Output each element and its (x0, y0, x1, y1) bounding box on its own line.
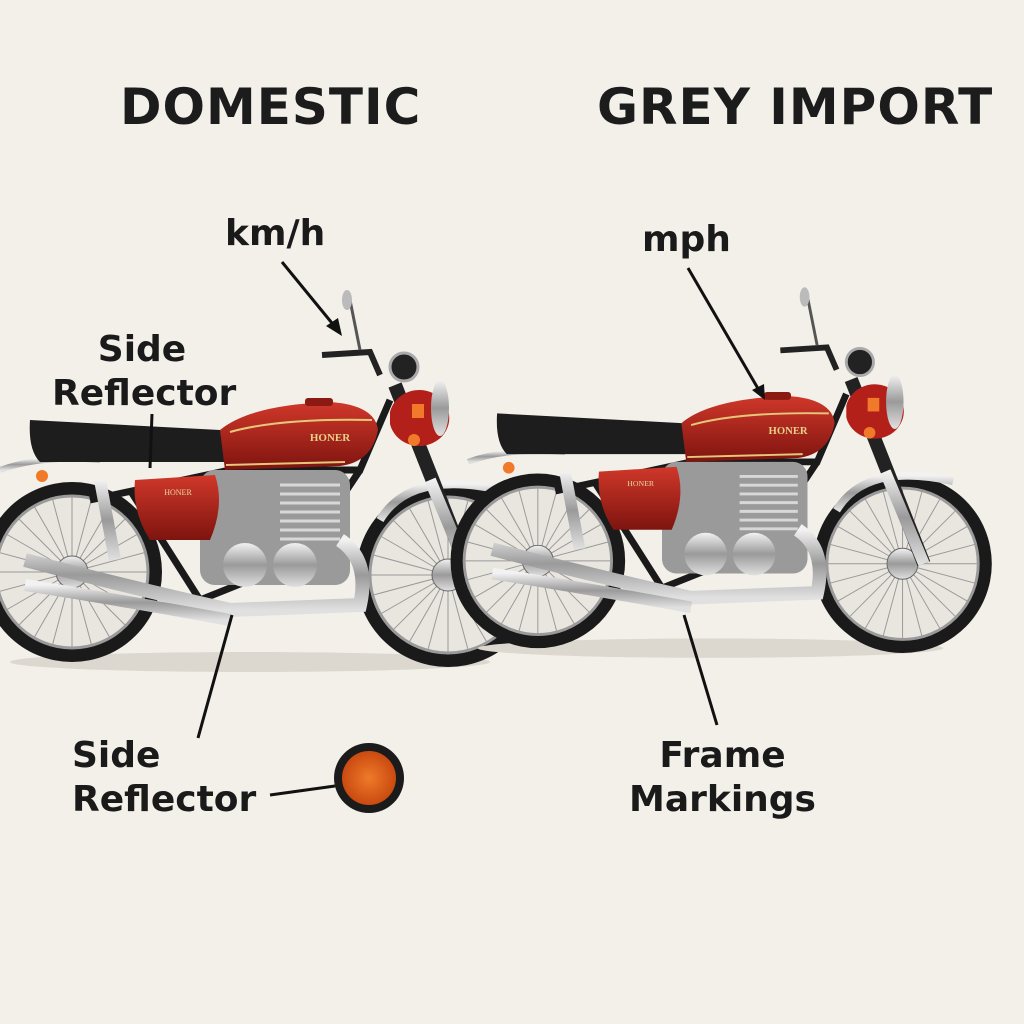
svg-text:HONER: HONER (627, 479, 655, 488)
label-line: Reflector (52, 373, 237, 414)
mirror (799, 287, 810, 307)
side-cover (134, 475, 219, 540)
kmh-arrowhead (326, 318, 342, 336)
mph-pointer (686, 267, 762, 393)
fuel-cap (763, 392, 792, 400)
front-fender (376, 480, 501, 523)
fuel-tank (220, 402, 378, 470)
mirror (342, 290, 352, 310)
label-mph: mph (642, 219, 731, 260)
side-reflector-bottom-pointer (196, 614, 234, 739)
shadow (10, 652, 490, 672)
label-kmh: km/h (225, 213, 326, 254)
side-reflector-top-pointer (148, 413, 154, 469)
label-frame-markings: Frame Markings (620, 734, 825, 822)
heading-grey-import: GREY IMPORT (597, 78, 994, 136)
label-line: Side (97, 329, 187, 370)
side-reflector-detail (334, 743, 404, 813)
exhaust (23, 534, 370, 618)
label-line: Frame (659, 735, 786, 776)
rear-shock (559, 470, 586, 551)
fuel-cap (305, 398, 333, 406)
kmh-pointer (280, 261, 338, 329)
shadow (477, 638, 944, 658)
svg-text:HONER: HONER (164, 488, 192, 497)
label-side-reflector-bottom: Side Reflector (72, 734, 256, 822)
tank-brand: HONER (769, 425, 808, 437)
handlebar (780, 344, 840, 371)
label-line: Reflector (72, 779, 257, 820)
handlebar (321, 348, 383, 377)
exhaust (490, 524, 827, 605)
mph-arrowhead (752, 384, 765, 400)
side-cover (598, 466, 681, 530)
reflector-pointer (269, 784, 336, 797)
rear-shock (94, 478, 121, 562)
seat (496, 413, 691, 455)
turn-signal (867, 397, 880, 412)
frame-markings-pointer (682, 614, 719, 726)
seat (29, 420, 229, 462)
label-line: Side (72, 735, 161, 776)
speedometer (844, 346, 875, 378)
tank-brand: HONER (310, 432, 351, 444)
grey-import-motorcycle: HONER HONER (450, 287, 992, 658)
heading-domestic: DOMESTIC (120, 78, 422, 136)
speedometer (388, 351, 420, 383)
label-line: Markings (629, 779, 816, 820)
front-fender (833, 471, 954, 513)
domestic-motorcycle: HONER HONER (0, 290, 540, 672)
turn-signal (412, 404, 424, 418)
fuel-tank (681, 395, 835, 462)
wheel (813, 474, 992, 653)
label-side-reflector-top: Side Reflector (52, 328, 237, 416)
